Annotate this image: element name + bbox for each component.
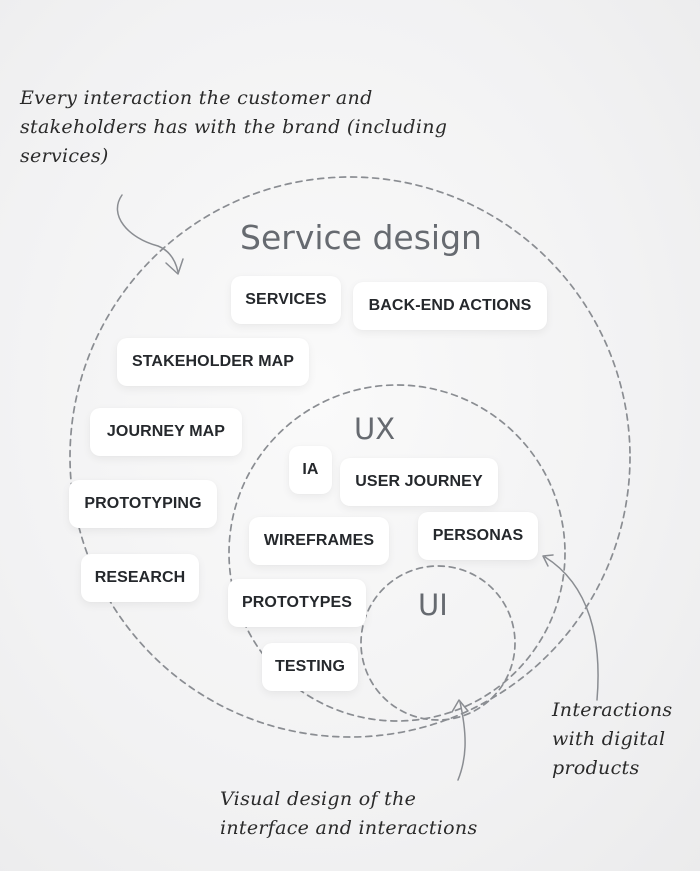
chip-journey-map: JOURNEY MAP <box>90 408 242 456</box>
chip-prototypes: PROTOTYPES <box>228 579 366 627</box>
ux-title: UX <box>354 412 396 446</box>
ui-circle <box>360 565 516 721</box>
service-design-annotation: Every interaction the customer and stake… <box>20 87 448 167</box>
ui-title: UI <box>418 588 448 622</box>
chip-prototyping: PROTOTYPING <box>69 480 217 528</box>
chip-stakeholder-map: STAKEHOLDER MAP <box>117 338 309 386</box>
chip-wireframes: WIREFRAMES <box>249 517 389 565</box>
chip-back-end-actions: BACK-END ACTIONS <box>353 282 547 330</box>
chip-testing: TESTING <box>262 643 358 691</box>
service-design-title: Service design <box>240 218 482 257</box>
chip-user-journey: USER JOURNEY <box>340 458 498 506</box>
arrow-to-ui-head <box>451 699 469 713</box>
chip-ia: IA <box>289 446 332 494</box>
arrow-to-ux-head <box>542 554 554 567</box>
service-design-circle <box>69 176 631 738</box>
ux-annotation: Interactions with digital products <box>552 699 673 779</box>
arrow-to-service-design <box>116 194 179 273</box>
chip-personas: PERSONAS <box>418 512 538 560</box>
chip-research: RESEARCH <box>81 554 199 602</box>
ui-annotation: Visual design of the interface and inter… <box>220 788 478 839</box>
ux-circle <box>228 384 566 722</box>
arrow-to-ui <box>457 701 466 781</box>
arrow-to-ux <box>544 556 599 701</box>
chip-services: SERVICES <box>231 276 341 324</box>
arrow-to-service-design-head <box>165 258 184 275</box>
